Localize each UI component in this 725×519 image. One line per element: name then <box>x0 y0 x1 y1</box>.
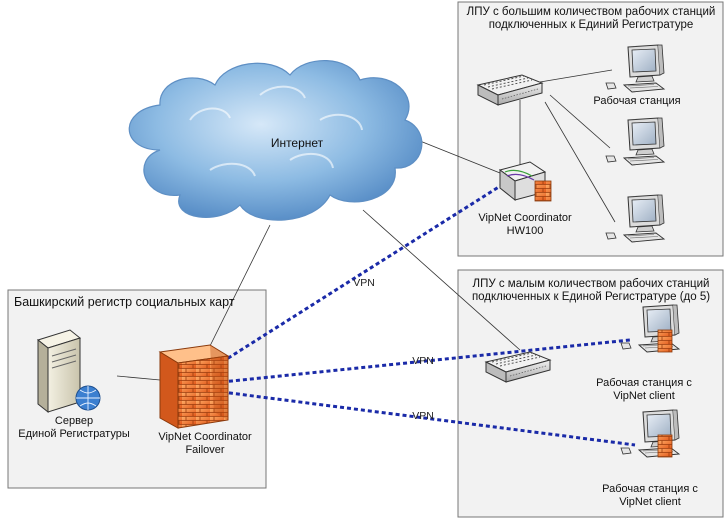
internet-cloud <box>128 60 423 221</box>
zone-large-lpu <box>457 1 724 257</box>
zone-bashkir-title: Башкирский регистр социальных карт <box>14 295 235 309</box>
vpn-label-3: VPN <box>412 410 434 422</box>
failover-firewall-icon <box>158 344 230 429</box>
zone-small-lpu-title-line1: ЛПУ с малым количеством рабочих станций <box>472 278 710 290</box>
zone-large-lpu-title-line2: подключенных к Единий Регистратуре <box>488 19 694 31</box>
workstation-top-label: Рабочая станция <box>593 95 681 107</box>
client-workstation-1-label-line1: Рабочая станция с <box>596 377 692 389</box>
hw100-label-line1: VipNet Coordinator <box>478 212 572 224</box>
client-workstation-2-label-line2: VipNet client <box>619 496 681 508</box>
zone-small-lpu-title-line2: подключенных к Единой Регистратуре (до 5… <box>471 291 711 303</box>
failover-label-line1: VipNet Coordinator <box>158 431 252 443</box>
internet-label: Интернет <box>270 136 324 150</box>
failover-label-line2: Failover <box>185 444 225 456</box>
zone-large-lpu-title-line1: ЛПУ с большим количеством рабочих станци… <box>466 6 716 18</box>
vpn-label-2: VPN <box>412 355 434 367</box>
server-label-line1: Сервер <box>54 415 94 427</box>
failover-label: VipNet Coordinator Failover <box>150 431 260 457</box>
server-label: Сервер Единой Регистратуры <box>14 415 134 441</box>
server-label-line2: Единой Регистратуры <box>18 428 130 440</box>
hw100-label: VipNet Coordinator HW100 <box>470 212 580 238</box>
client-workstation-2-label: Рабочая станция с VipNet client <box>590 483 710 509</box>
hw100-device <box>498 161 552 202</box>
client-workstation-2-label-line1: Рабочая станция с <box>602 483 698 495</box>
client-workstation-1 <box>620 304 680 353</box>
zone-small-lpu-title: ЛПУ с малым количеством рабочих станций … <box>460 278 722 304</box>
client-workstation-1-label: Рабочая станция с VipNet client <box>584 377 704 403</box>
client-workstation-1-label-line2: VipNet client <box>613 390 675 402</box>
vpn-label-1: VPN <box>353 277 375 289</box>
zone-small-lpu <box>457 269 724 518</box>
client-workstation-2 <box>620 409 680 458</box>
vpn-links <box>221 181 636 447</box>
hw100-label-line2: HW100 <box>506 225 544 237</box>
server-icon <box>36 329 101 414</box>
zone-large-lpu-title: ЛПУ с большим количеством рабочих станци… <box>460 6 722 32</box>
